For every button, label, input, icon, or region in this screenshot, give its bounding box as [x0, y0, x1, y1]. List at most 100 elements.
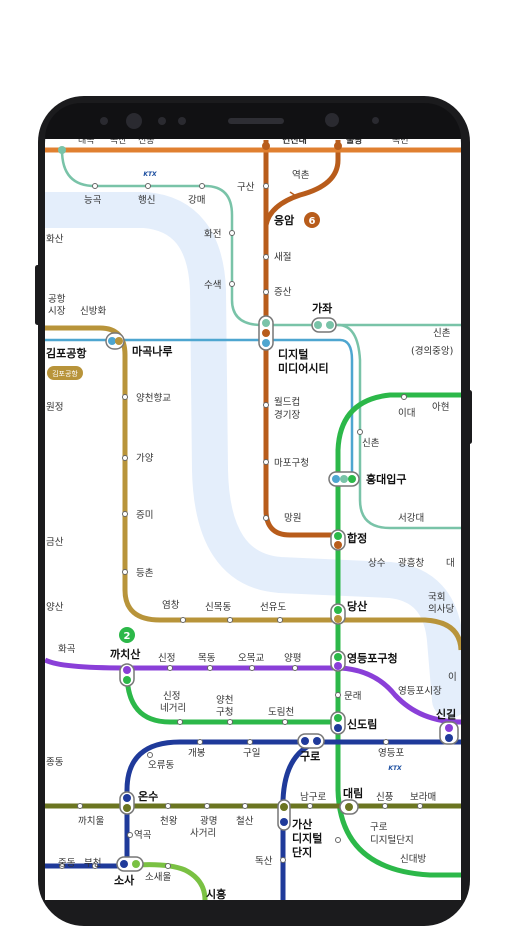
svg-text:신방화: 신방화 — [80, 306, 106, 317]
svg-text:오목교: 오목교 — [238, 653, 264, 664]
svg-text:단지: 단지 — [292, 845, 312, 859]
svg-text:수색: 수색 — [204, 280, 221, 291]
svg-text:선유도: 선유도 — [260, 602, 286, 613]
svg-text:부천: 부천 — [84, 858, 101, 869]
gyeongui-line-lower — [337, 323, 461, 530]
svg-text:디지털: 디지털 — [292, 831, 322, 845]
svg-text:(경의중앙): (경의중앙) — [411, 345, 453, 357]
station-labels: 능곡 행신 강매 구산 역촌 화전 새절 수색 증산 신촌 (경의중앙) 공항 … — [46, 170, 457, 883]
direction-arrow-icon — [271, 191, 298, 213]
gimpo-tag-label: 김포공항 — [52, 369, 78, 378]
svg-text:이: 이 — [448, 672, 457, 683]
svg-text:네거리: 네거리 — [160, 703, 186, 714]
svg-text:디지털단지: 디지털단지 — [370, 834, 414, 846]
svg-text:신대방: 신대방 — [400, 854, 426, 865]
svg-text:천왕: 천왕 — [160, 816, 178, 827]
svg-text:응암: 응암 — [274, 214, 294, 227]
svg-text:양천향교: 양천향교 — [136, 392, 171, 404]
line-6-badge-label: 6 — [309, 216, 316, 227]
svg-text:행신: 행신 — [138, 194, 155, 206]
iris-camera-icon — [325, 113, 339, 127]
svg-text:의사당: 의사당 — [428, 604, 454, 615]
gimpo-tag — [47, 366, 83, 380]
svg-text:구일: 구일 — [243, 748, 260, 759]
svg-text:금산: 금산 — [46, 537, 64, 548]
svg-text:구산: 구산 — [237, 182, 255, 193]
sensor-icon — [158, 117, 166, 125]
svg-text:증산: 증산 — [274, 287, 292, 298]
line-2-south — [124, 862, 208, 900]
svg-text:화전: 화전 — [204, 229, 221, 240]
svg-text:곡산: 곡산 — [110, 135, 127, 146]
svg-text:화곡: 화곡 — [58, 644, 76, 655]
svg-text:온수: 온수 — [138, 790, 158, 803]
svg-text:가좌: 가좌 — [312, 301, 332, 315]
transfer-labels: 응암 가좌 디지털 미디어시티 김포공항 마곡나루 홍대입구 합정 당산 까치산… — [46, 214, 456, 900]
front-camera-icon — [126, 113, 142, 129]
svg-text:철산: 철산 — [236, 816, 254, 827]
svg-text:증미: 증미 — [136, 510, 153, 521]
svg-text:양평: 양평 — [284, 653, 301, 664]
svg-text:망원: 망원 — [284, 513, 301, 524]
svg-text:시장: 시장 — [48, 306, 66, 317]
svg-text:대곡: 대곡 — [78, 135, 95, 146]
svg-text:신정: 신정 — [158, 653, 175, 664]
subway-map-screen[interactable]: 6 2 KTX KTX 김포공항 대곡 곡산 전동 연신내 불광 녹번 능곡 행… — [45, 103, 461, 900]
svg-text:대: 대 — [446, 558, 455, 569]
svg-text:까치산: 까치산 — [110, 647, 140, 661]
svg-text:영등포구청: 영등포구청 — [347, 651, 398, 665]
svg-text:구로: 구로 — [300, 750, 320, 763]
svg-text:남구로: 남구로 — [300, 792, 326, 803]
svg-text:신정: 신정 — [163, 691, 180, 702]
svg-text:영등포시장: 영등포시장 — [398, 686, 442, 697]
svg-text:월드컵: 월드컵 — [274, 396, 300, 408]
earpiece-speaker — [228, 118, 284, 124]
svg-text:염창: 염창 — [162, 600, 180, 611]
svg-text:경기장: 경기장 — [274, 409, 300, 421]
sensor-icon — [178, 117, 186, 125]
svg-text:신도림: 신도림 — [347, 717, 377, 731]
svg-text:구청: 구청 — [216, 707, 233, 718]
svg-text:대림: 대림 — [343, 786, 363, 800]
line-2-badge — [119, 627, 135, 643]
svg-text:목동: 목동 — [198, 653, 216, 664]
svg-text:소사: 소사 — [114, 873, 135, 887]
svg-text:홍대입구: 홍대입구 — [366, 472, 406, 486]
svg-text:화산: 화산 — [46, 234, 64, 245]
svg-text:가산: 가산 — [292, 817, 312, 831]
sensor-icon — [100, 117, 108, 125]
line-1 — [45, 739, 461, 869]
svg-text:당산: 당산 — [347, 599, 367, 613]
svg-text:양천: 양천 — [216, 695, 233, 706]
svg-text:가양: 가양 — [136, 453, 154, 464]
svg-text:영등포: 영등포 — [378, 748, 404, 759]
svg-text:광흥창: 광흥창 — [398, 557, 424, 569]
svg-text:까치울: 까치울 — [78, 815, 104, 827]
svg-text:김포공항: 김포공항 — [46, 346, 86, 360]
svg-text:양산: 양산 — [46, 602, 64, 613]
svg-text:문래: 문래 — [344, 691, 361, 702]
svg-text:보라매: 보라매 — [410, 792, 436, 803]
svg-text:강매: 강매 — [188, 195, 205, 206]
svg-text:합정: 합정 — [347, 531, 367, 545]
svg-text:시흥: 시흥 — [206, 887, 226, 900]
line-6 — [263, 140, 341, 538]
han-river — [45, 192, 461, 718]
svg-text:광명: 광명 — [200, 815, 217, 827]
svg-text:공항: 공항 — [48, 294, 66, 305]
svg-text:서강대: 서강대 — [398, 513, 424, 524]
volume-button — [35, 265, 40, 325]
svg-text:마포구청: 마포구청 — [274, 458, 309, 469]
svg-text:신풍: 신풍 — [376, 792, 394, 803]
svg-text:새절: 새절 — [274, 251, 291, 263]
svg-text:사거리: 사거리 — [190, 828, 216, 839]
svg-text:구로: 구로 — [370, 822, 388, 833]
subway-map[interactable]: 6 2 KTX KTX 김포공항 대곡 곡산 전동 연신내 불광 녹번 능곡 행… — [45, 103, 461, 900]
svg-text:국회: 국회 — [428, 592, 445, 603]
gyeongui-line — [60, 149, 461, 327]
svg-text:신길: 신길 — [436, 707, 456, 721]
svg-text:상수: 상수 — [368, 558, 386, 569]
line-2-badge-label: 2 — [124, 631, 131, 642]
svg-text:개봉: 개봉 — [188, 748, 206, 759]
line-9 — [45, 325, 461, 651]
